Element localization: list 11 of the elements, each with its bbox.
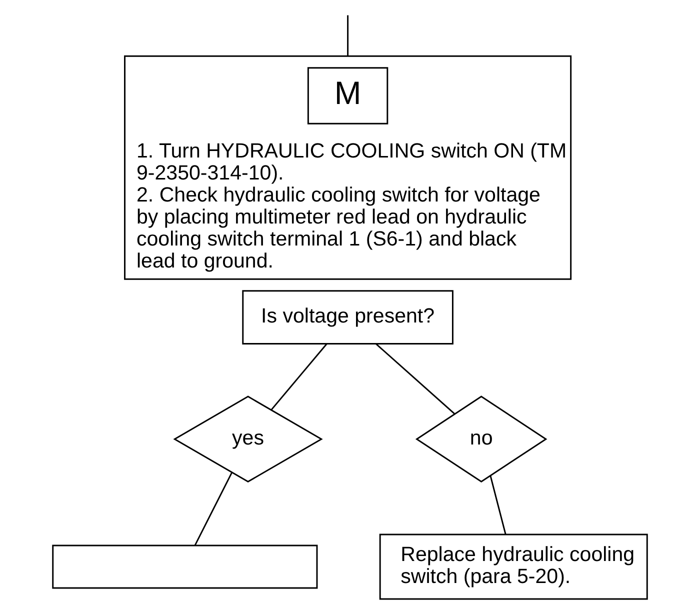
node-box: M xyxy=(306,67,388,124)
connector xyxy=(270,344,327,410)
node-box xyxy=(52,544,318,589)
node-diamond: no xyxy=(414,396,547,483)
node-box: Is voltage present? xyxy=(242,290,453,344)
connector xyxy=(375,343,454,414)
connector xyxy=(346,15,348,56)
node-box: Replace hydraulic cooling switch (para 5-20). xyxy=(378,534,648,600)
node-diamond: yes xyxy=(172,396,322,482)
connector xyxy=(489,476,506,535)
connector xyxy=(194,472,232,546)
